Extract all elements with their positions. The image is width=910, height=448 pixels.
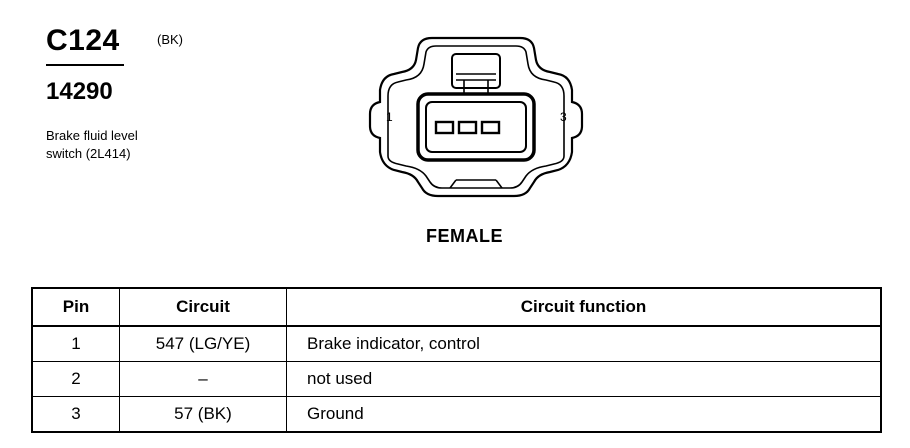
- connector-gender-label: FEMALE: [426, 226, 503, 246]
- pin-3-terminal: [480, 120, 501, 135]
- table-header-row: Pin Circuit Circuit function: [31, 287, 882, 327]
- cell-circuit: –: [119, 361, 287, 397]
- cell-circuit-function: Ground: [286, 396, 882, 433]
- connector-id: C124: [46, 24, 120, 57]
- connector-housing-outer: [368, 36, 584, 198]
- connector-face-diagram: 1 3: [368, 36, 584, 198]
- cell-circuit-function: Brake indicator, control: [286, 325, 882, 362]
- connector-color-code: (BK): [157, 32, 183, 47]
- cell-pin: 1: [31, 325, 120, 362]
- cell-circuit-function: not used: [286, 361, 882, 397]
- connector-description: Brake fluid level switch (2L414): [46, 127, 138, 163]
- pin-1-terminal: [434, 120, 455, 135]
- connector-latch: [451, 53, 501, 89]
- cell-circuit: 547 (LG/YE): [119, 325, 287, 362]
- cell-circuit: 57 (BK): [119, 396, 287, 433]
- pin-cavity-inner: [425, 101, 527, 153]
- header-circuit: Circuit: [119, 287, 287, 327]
- pin-label-right: 3: [560, 110, 567, 124]
- description-line-2: switch (2L414): [46, 146, 131, 161]
- cell-pin: 3: [31, 396, 120, 433]
- table-row: 3 57 (BK) Ground: [31, 396, 882, 433]
- pin-cavity-outer: [416, 92, 536, 162]
- title-divider: [46, 64, 124, 66]
- table-row: 1 547 (LG/YE) Brake indicator, control: [31, 325, 882, 362]
- pin-2-terminal: [457, 120, 478, 135]
- part-number: 14290: [46, 78, 113, 105]
- header-pin: Pin: [31, 287, 120, 327]
- pin-label-left: 1: [386, 110, 393, 124]
- pinout-table: Pin Circuit Circuit function 1 547 (LG/Y…: [31, 287, 882, 433]
- connector-housing-inner: [387, 45, 565, 189]
- description-line-1: Brake fluid level: [46, 128, 138, 143]
- cell-pin: 2: [31, 361, 120, 397]
- table-row: 2 – not used: [31, 361, 882, 397]
- header-circuit-function: Circuit function: [286, 287, 882, 327]
